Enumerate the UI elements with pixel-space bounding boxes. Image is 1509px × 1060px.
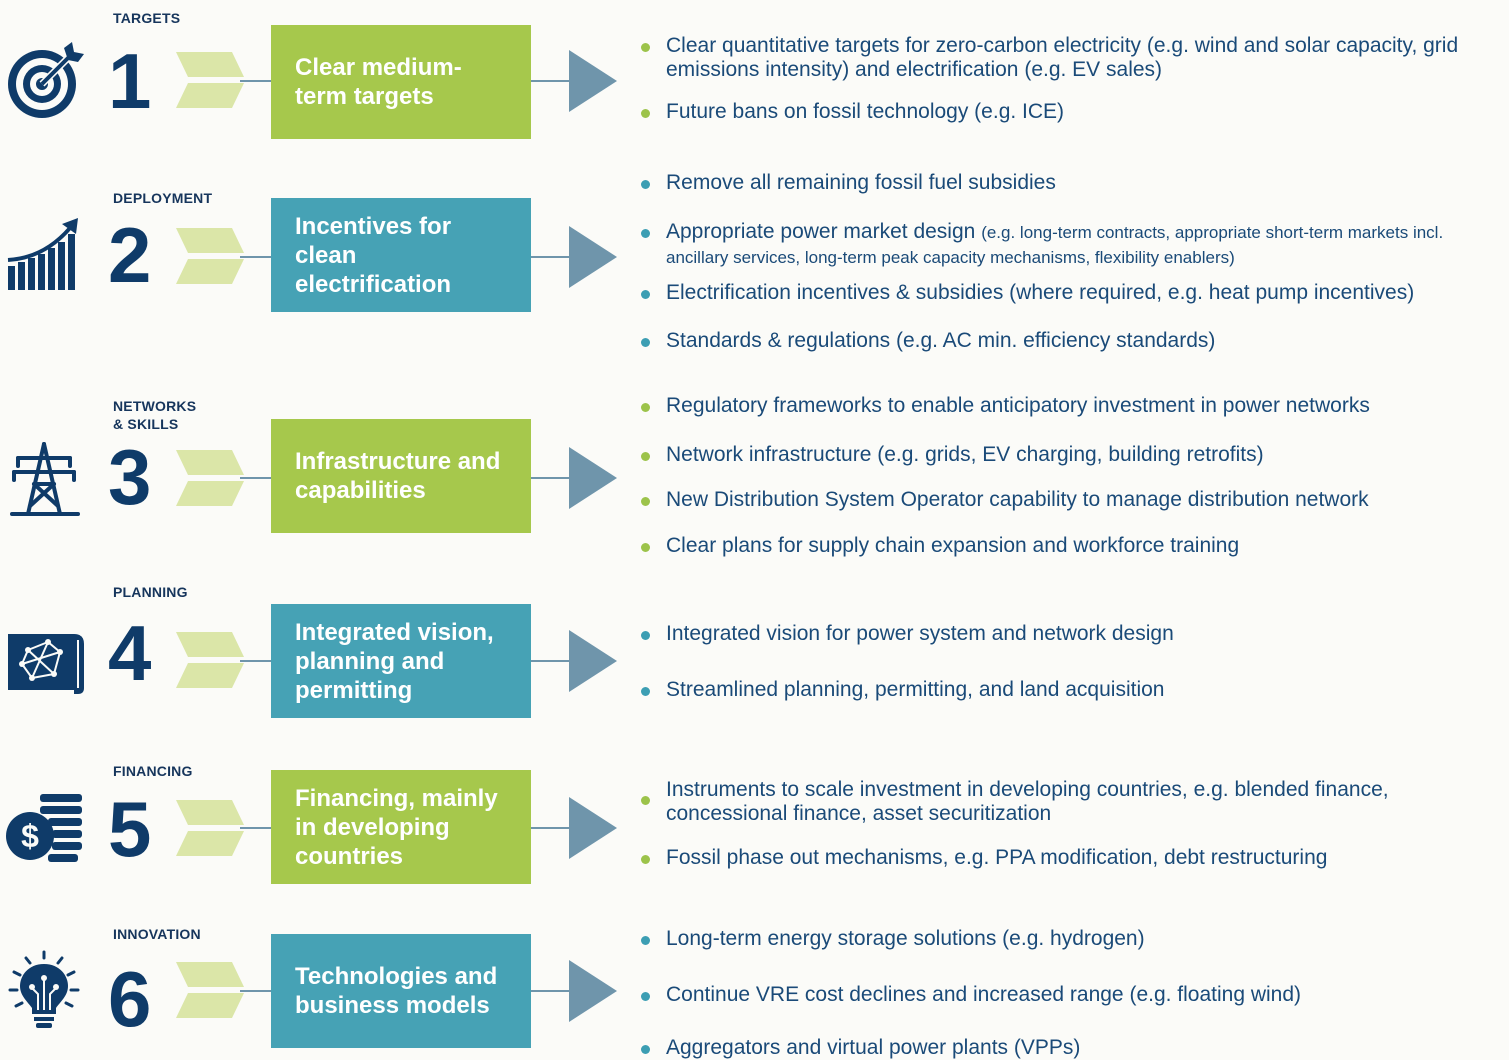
- bullet-dot: [641, 180, 650, 189]
- bullet-dot: [641, 1045, 650, 1054]
- bullet-text: Clear quantitative targets for zero-carb…: [666, 34, 1459, 81]
- bullet-text: Continue VRE cost declines and increased…: [666, 983, 1302, 1006]
- bullet-text: Future bans on fossil technology (e.g. I…: [666, 100, 1065, 123]
- category-label: PLANNING: [113, 584, 188, 600]
- chevron-icon: [176, 962, 246, 1022]
- svg-text:$: $: [21, 818, 39, 854]
- bullet-dot: [641, 109, 650, 118]
- arrow-icon: [569, 226, 617, 288]
- chevron-icon: [176, 450, 246, 510]
- bullet-text: Long-term energy storage solutions (e.g.…: [666, 927, 1145, 950]
- bullet-dot: [641, 855, 650, 864]
- connector-line: [240, 477, 272, 479]
- bullet-text: Regulatory frameworks to enable anticipa…: [666, 394, 1370, 417]
- connector-line: [240, 660, 272, 662]
- bullet-text: New Distribution System Operator capabil…: [666, 488, 1369, 511]
- step-box: Integrated vision, planning and permitti…: [271, 604, 531, 718]
- connector-line: [240, 256, 272, 258]
- step-number: 1: [108, 37, 152, 125]
- chevron-icon: [176, 632, 246, 692]
- step-number: 4: [108, 609, 152, 697]
- bullet-dot: [641, 338, 650, 347]
- target-icon: [4, 40, 86, 122]
- bullet-text: Appropriate power market design (e.g. lo…: [666, 220, 1506, 270]
- bullet-dot: [641, 543, 650, 552]
- bullet-text: Streamlined planning, permitting, and la…: [666, 678, 1165, 701]
- step-box: Financing, mainly in developing countrie…: [271, 770, 531, 884]
- bullet-dot: [641, 229, 650, 238]
- connector-line: [531, 477, 573, 479]
- connector-line: [531, 827, 573, 829]
- step-number: 6: [108, 955, 152, 1043]
- step-number: 3: [108, 433, 152, 521]
- bullet-text: Remove all remaining fossil fuel subsidi…: [666, 171, 1056, 194]
- bullet-dot: [641, 631, 650, 640]
- category-label: INNOVATION: [113, 926, 201, 942]
- connector-line: [240, 827, 272, 829]
- blueprint-icon: [4, 622, 86, 704]
- connector-line: [531, 256, 573, 258]
- chevron-icon: [176, 800, 246, 860]
- dollar-coins-icon: $: [4, 790, 86, 872]
- step-number: 5: [108, 785, 152, 873]
- bullet-dot: [641, 936, 650, 945]
- bullet-detail-text: (e.g. long-term contracts, appropriate s…: [666, 223, 1444, 267]
- bullet-dot: [641, 497, 650, 506]
- arrow-icon: [569, 630, 617, 692]
- step-box: Clear medium-term targets: [271, 25, 531, 139]
- step-box: Technologies and business models: [271, 934, 531, 1048]
- arrow-icon: [569, 447, 617, 509]
- category-label: FINANCING: [113, 763, 193, 779]
- chevron-icon: [176, 52, 246, 112]
- bullet-text: Aggregators and virtual power plants (VP…: [666, 1036, 1081, 1059]
- bullet-dot: [641, 43, 650, 52]
- connector-line: [240, 80, 272, 82]
- bullet-text: Electrification incentives & subsidies (…: [666, 281, 1415, 304]
- step-number: 2: [108, 211, 152, 299]
- category-label: DEPLOYMENT: [113, 190, 213, 206]
- arrow-icon: [569, 960, 617, 1022]
- bullet-text: Network infrastructure (e.g. grids, EV c…: [666, 443, 1264, 466]
- connector-line: [240, 990, 272, 992]
- bullet-text: Instruments to scale investment in devel…: [666, 778, 1389, 825]
- bullet-dot: [641, 796, 650, 805]
- step-box: Incentives for clean electrification: [271, 198, 531, 312]
- bullet-text: Fossil phase out mechanisms, e.g. PPA mo…: [666, 846, 1328, 869]
- bullet-dot: [641, 452, 650, 461]
- connector-line: [531, 660, 573, 662]
- bullet-dot: [641, 403, 650, 412]
- category-label: NETWORKS & SKILLS: [113, 398, 197, 432]
- category-label: TARGETS: [113, 10, 181, 26]
- bullet-text: Integrated vision for power system and n…: [666, 622, 1174, 645]
- chevron-icon: [176, 228, 246, 288]
- bullet-text: Clear plans for supply chain expansion a…: [666, 534, 1240, 557]
- arrow-icon: [569, 50, 617, 112]
- transmission-tower-icon: [4, 440, 86, 522]
- connector-line: [531, 990, 573, 992]
- bullet-text: Standards & regulations (e.g. AC min. ef…: [666, 329, 1216, 352]
- growth-chart-icon: [4, 214, 86, 296]
- connector-line: [531, 80, 573, 82]
- step-box: Infrastructure and capabilities: [271, 419, 531, 533]
- bullet-dot: [641, 687, 650, 696]
- bullet-dot: [641, 290, 650, 299]
- bullet-main-text: Appropriate power market design: [666, 220, 976, 243]
- arrow-icon: [569, 797, 617, 859]
- bullet-dot: [641, 992, 650, 1001]
- lightbulb-circuit-icon: [4, 950, 86, 1032]
